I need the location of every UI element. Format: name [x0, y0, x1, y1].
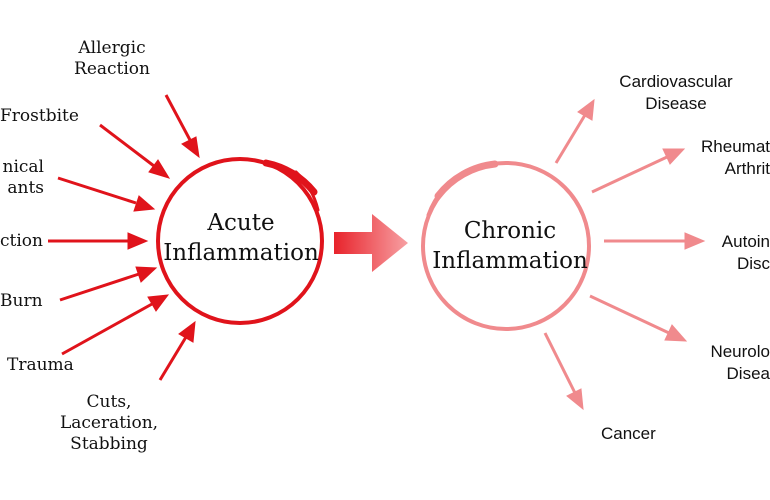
consequence-label-cardiovascular-disease: Cardiovascular Disease [619, 71, 732, 115]
consequence-label-line: Autoin [721, 232, 770, 251]
consequence-label-autoimmune-disease: Autoin Disc [706, 231, 770, 275]
chronic-circle [421, 160, 591, 331]
cause-label-trauma: Trauma [7, 355, 74, 376]
cause-label-allergic-reaction: Allergic Reaction [74, 38, 150, 80]
cause-label-line: Cuts, [86, 392, 132, 412]
acute-label-line1: Acute [207, 210, 275, 236]
consequence-label-cancer: Cancer [601, 423, 656, 445]
cause-arrow-trauma [61, 294, 170, 356]
acute-label-line2: Inflammation [163, 240, 319, 266]
consequence-arrow-autoimmune [604, 232, 706, 250]
consequence-label-line: Rheumat [701, 137, 770, 156]
consequence-label-line: Cardiovascular [619, 72, 733, 91]
consequence-label-rheumatoid-arthritis: Rheumat Arthrit [690, 136, 770, 180]
cause-label-line: Trauma [7, 355, 74, 375]
consequence-arrows [543, 98, 706, 411]
chronic-label-line2: Inflammation [432, 248, 588, 274]
consequence-label-line: Cancer [601, 424, 656, 443]
cause-arrow-burn [59, 266, 158, 302]
cause-label-line: Reaction [74, 59, 150, 79]
consequence-arrow-cardiovascular [554, 98, 595, 164]
cause-arrow-cuts [158, 320, 196, 381]
cause-label-line: Allergic [78, 38, 146, 58]
cause-arrow-chemical [57, 176, 156, 212]
acute-inflammation-label: Acute Inflammation [163, 208, 319, 268]
cause-label-line: ants [7, 178, 44, 198]
acute-circle [156, 157, 324, 325]
cause-arrow-infection [48, 232, 149, 250]
consequence-label-line: Arthrit [724, 159, 770, 178]
consequence-arrow-cancer [543, 332, 584, 411]
cause-label-infection: ction [0, 231, 43, 252]
chronic-inflammation-label: Chronic Inflammation [432, 216, 588, 276]
cause-label-line: Laceration, [59, 413, 159, 433]
cause-label-chemical-irritants: nical ants [0, 157, 44, 199]
chronic-label-line1: Chronic [463, 218, 557, 244]
consequence-label-line: Disease [645, 94, 707, 113]
cause-arrow-allergic [164, 94, 200, 159]
cause-label-frostbite: Frostbite [0, 106, 79, 127]
consequence-label-line: Disea [726, 364, 770, 383]
cause-arrow-frostbite [99, 123, 171, 179]
consequence-label-line: Disc [736, 254, 770, 273]
consequence-label-line: Neurolo [710, 342, 770, 361]
cause-label-burn: Burn [0, 291, 43, 312]
consequence-arrow-rheumatoid [591, 148, 686, 194]
cause-arrows [48, 94, 200, 381]
cause-label-line: Stabbing [70, 434, 148, 454]
cause-label-line: Burn [0, 291, 43, 311]
cause-label-line: nical [2, 157, 44, 177]
consequence-arrow-neurological [589, 294, 688, 342]
cause-label-cuts-laceration-stabbing: Cuts, Laceration, Stabbing [60, 392, 158, 455]
cause-label-line: Frostbite [0, 106, 79, 126]
consequence-label-neurological-disease: Neurolo Disea [692, 341, 770, 385]
cause-label-line: ction [0, 231, 43, 251]
acute-to-chronic-arrow [334, 214, 408, 272]
